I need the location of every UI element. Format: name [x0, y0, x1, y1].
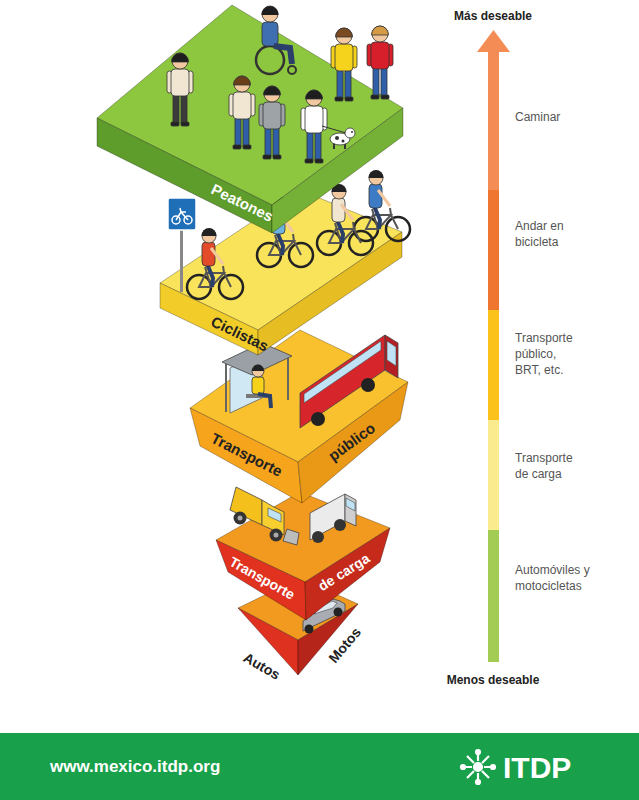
scale-segment	[488, 420, 499, 530]
freight-illustration-part	[238, 516, 243, 521]
slab-shape	[155, 185, 410, 360]
scale-label: Caminar	[515, 109, 605, 125]
slab-face	[298, 382, 408, 503]
scale-end-label: Menos deseable	[447, 674, 540, 688]
scale-segment	[488, 52, 499, 190]
layer-label: Transporte	[226, 553, 297, 602]
freight-illustration-part	[234, 512, 247, 525]
layer-label: Peatones	[208, 181, 276, 226]
slab-face	[238, 578, 358, 640]
layer-slab: Ciclistas	[155, 185, 410, 360]
layer-label: público	[325, 419, 378, 464]
cyclists-illustration-part	[176, 208, 188, 220]
scale-segment	[488, 310, 499, 420]
scale-label: Transporte público, BRT, etc.	[515, 330, 581, 378]
footer-band	[0, 733, 639, 800]
logo-mark	[461, 750, 495, 784]
slab-face	[97, 5, 403, 205]
layer-label: Transporte	[209, 430, 286, 481]
slab-shape	[185, 325, 413, 510]
logo-mark-part	[463, 752, 493, 782]
layer-slab: Autos Motos	[230, 573, 380, 688]
layer-slab: Transporte público	[185, 325, 413, 510]
scale-label: Andar en bicicleta	[515, 218, 585, 250]
cyclists-illustration-part	[172, 216, 180, 224]
logo-mark-part	[461, 765, 465, 769]
pedestrians-illustration-part	[367, 26, 393, 99]
footer-url: www.mexico.itdp.org	[50, 757, 220, 777]
layer-label: Ciclistas	[208, 313, 271, 355]
layer-slab: Transporte de carga	[210, 487, 395, 625]
wheelchair-user-part	[262, 6, 278, 22]
slab-face	[97, 118, 272, 233]
scale-label: Transporte de carga	[515, 450, 581, 482]
logo-wordmark: ITDP	[503, 751, 571, 786]
scale-segment	[488, 190, 499, 310]
logo-mark-part	[476, 780, 480, 784]
scale-arrowhead	[477, 30, 510, 52]
layer-label: Autos	[241, 649, 283, 683]
transit-illustration-part	[387, 341, 396, 366]
freight-illustration-part	[346, 498, 355, 511]
layer-label: Motos	[326, 624, 365, 666]
layer-label: de carga	[315, 550, 372, 594]
cyclists-illustration-part	[168, 198, 196, 230]
slab-face	[258, 232, 402, 355]
logo-mark-part	[474, 763, 482, 771]
cyclists-illustration-part	[184, 216, 192, 224]
slab-face	[190, 408, 302, 503]
logo-mark-part	[491, 765, 495, 769]
scale-label: Automóviles y motocicletas	[515, 562, 605, 594]
scale-segment	[488, 530, 499, 662]
scale-end-label: Más deseable	[454, 10, 532, 24]
layer-slab: Peatones	[90, 0, 410, 240]
logo-mark-part	[476, 750, 480, 754]
wheelchair-user-part	[262, 6, 279, 15]
